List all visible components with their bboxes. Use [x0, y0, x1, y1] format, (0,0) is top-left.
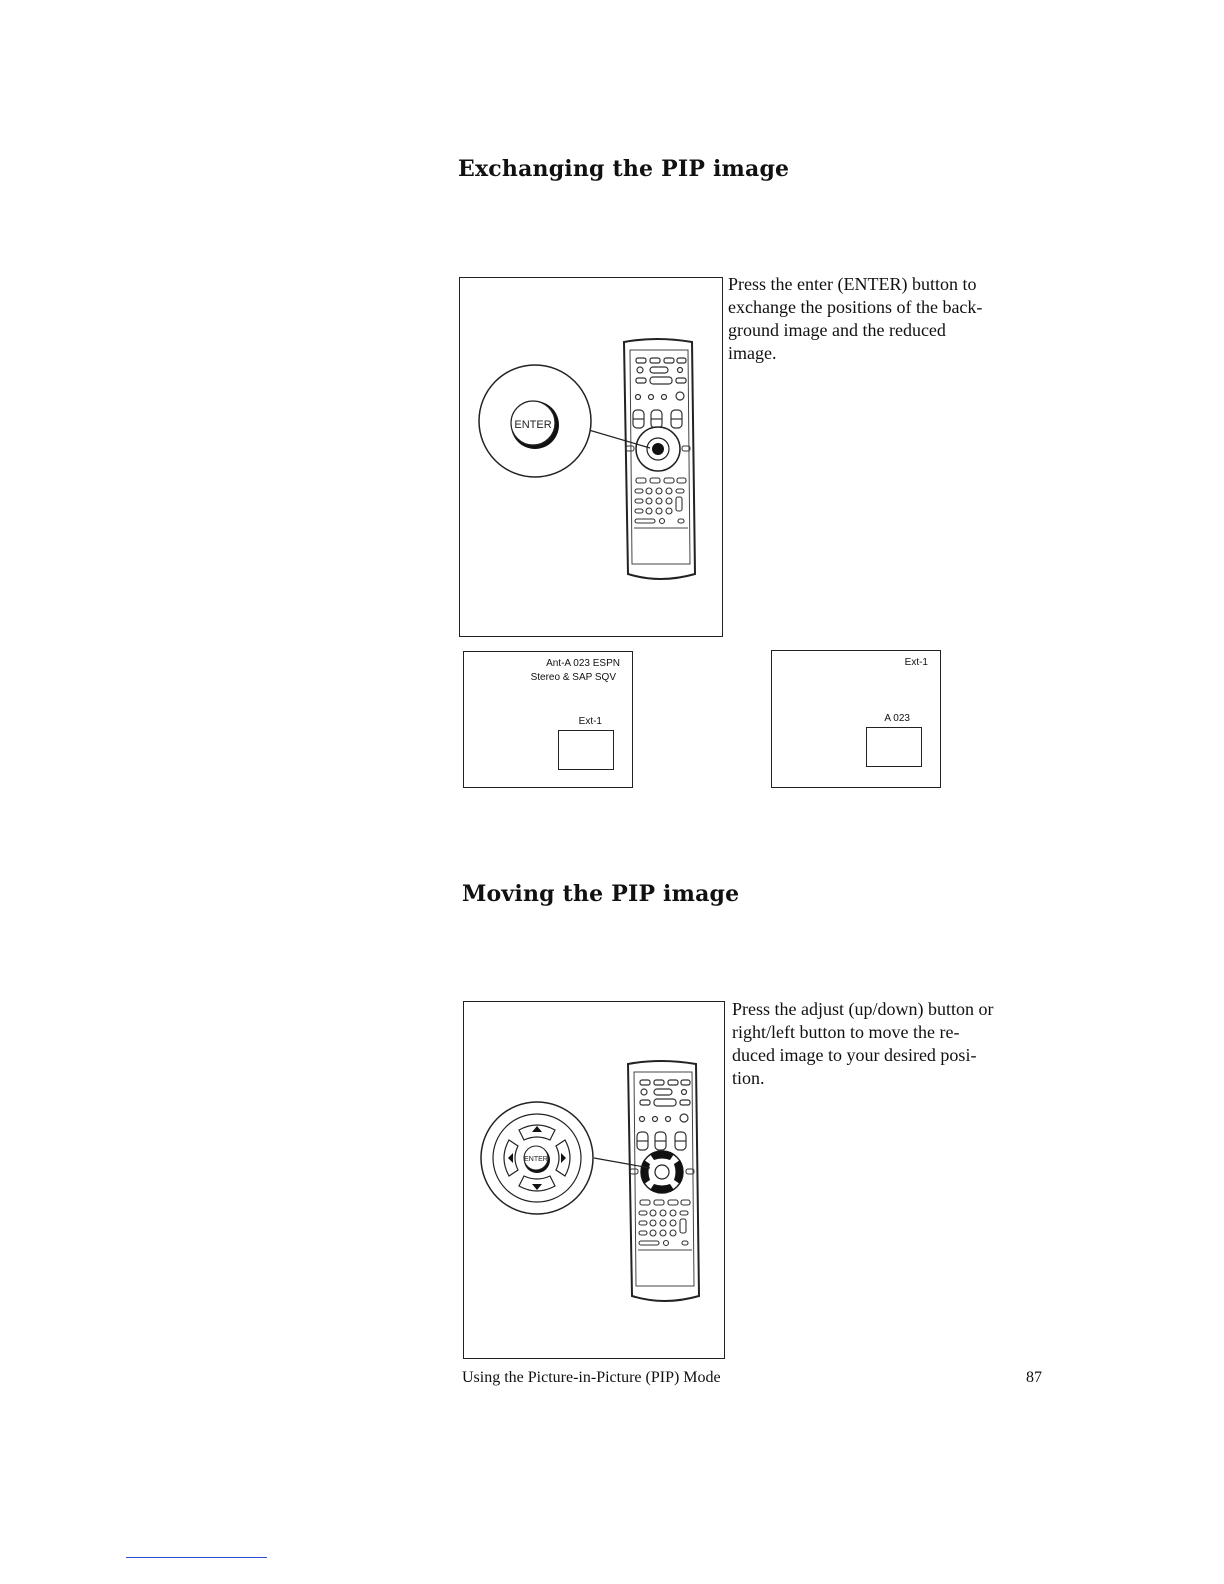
instruction-exchange: Press the enter (ENTER) button to exchan…	[728, 274, 983, 363]
screen-after-pip-label: A 023	[884, 713, 910, 724]
screen-before-line1: Ant-A 023 ESPN	[546, 658, 620, 669]
pip-window	[558, 730, 614, 770]
pip-window	[866, 727, 922, 767]
section-heading-exchanging: Exchanging the PIP image	[458, 156, 790, 182]
remote-control-illustration: ENTER	[480, 1060, 701, 1302]
section-heading-moving: Moving the PIP image	[462, 881, 740, 907]
screen-before-pip-label: Ext-1	[578, 716, 602, 727]
instruction-moving: Press the adjust (up/down) button or rig…	[732, 999, 994, 1088]
enter-callout-label: ENTER	[524, 1156, 548, 1163]
screen-before-exchange: Ant-A 023 ESPN Stereo & SAP SQV Ext-1	[463, 651, 633, 788]
enter-callout-label: ENTER	[514, 419, 551, 431]
screen-after-exchange: Ext-1 A 023	[771, 650, 941, 788]
page-number: 87	[1026, 1369, 1042, 1386]
screen-before-line2: Stereo & SAP SQV	[530, 672, 616, 683]
bottom-rule	[126, 1557, 267, 1558]
screen-after-line1: Ext-1	[904, 657, 928, 668]
remote-figure-adjust: ENTER	[463, 1001, 725, 1359]
remote-control-illustration: ENTER	[478, 338, 697, 580]
remote-figure-enter: ENTER	[459, 277, 723, 637]
footer-section-title: Using the Picture-in-Picture (PIP) Mode	[462, 1369, 721, 1386]
